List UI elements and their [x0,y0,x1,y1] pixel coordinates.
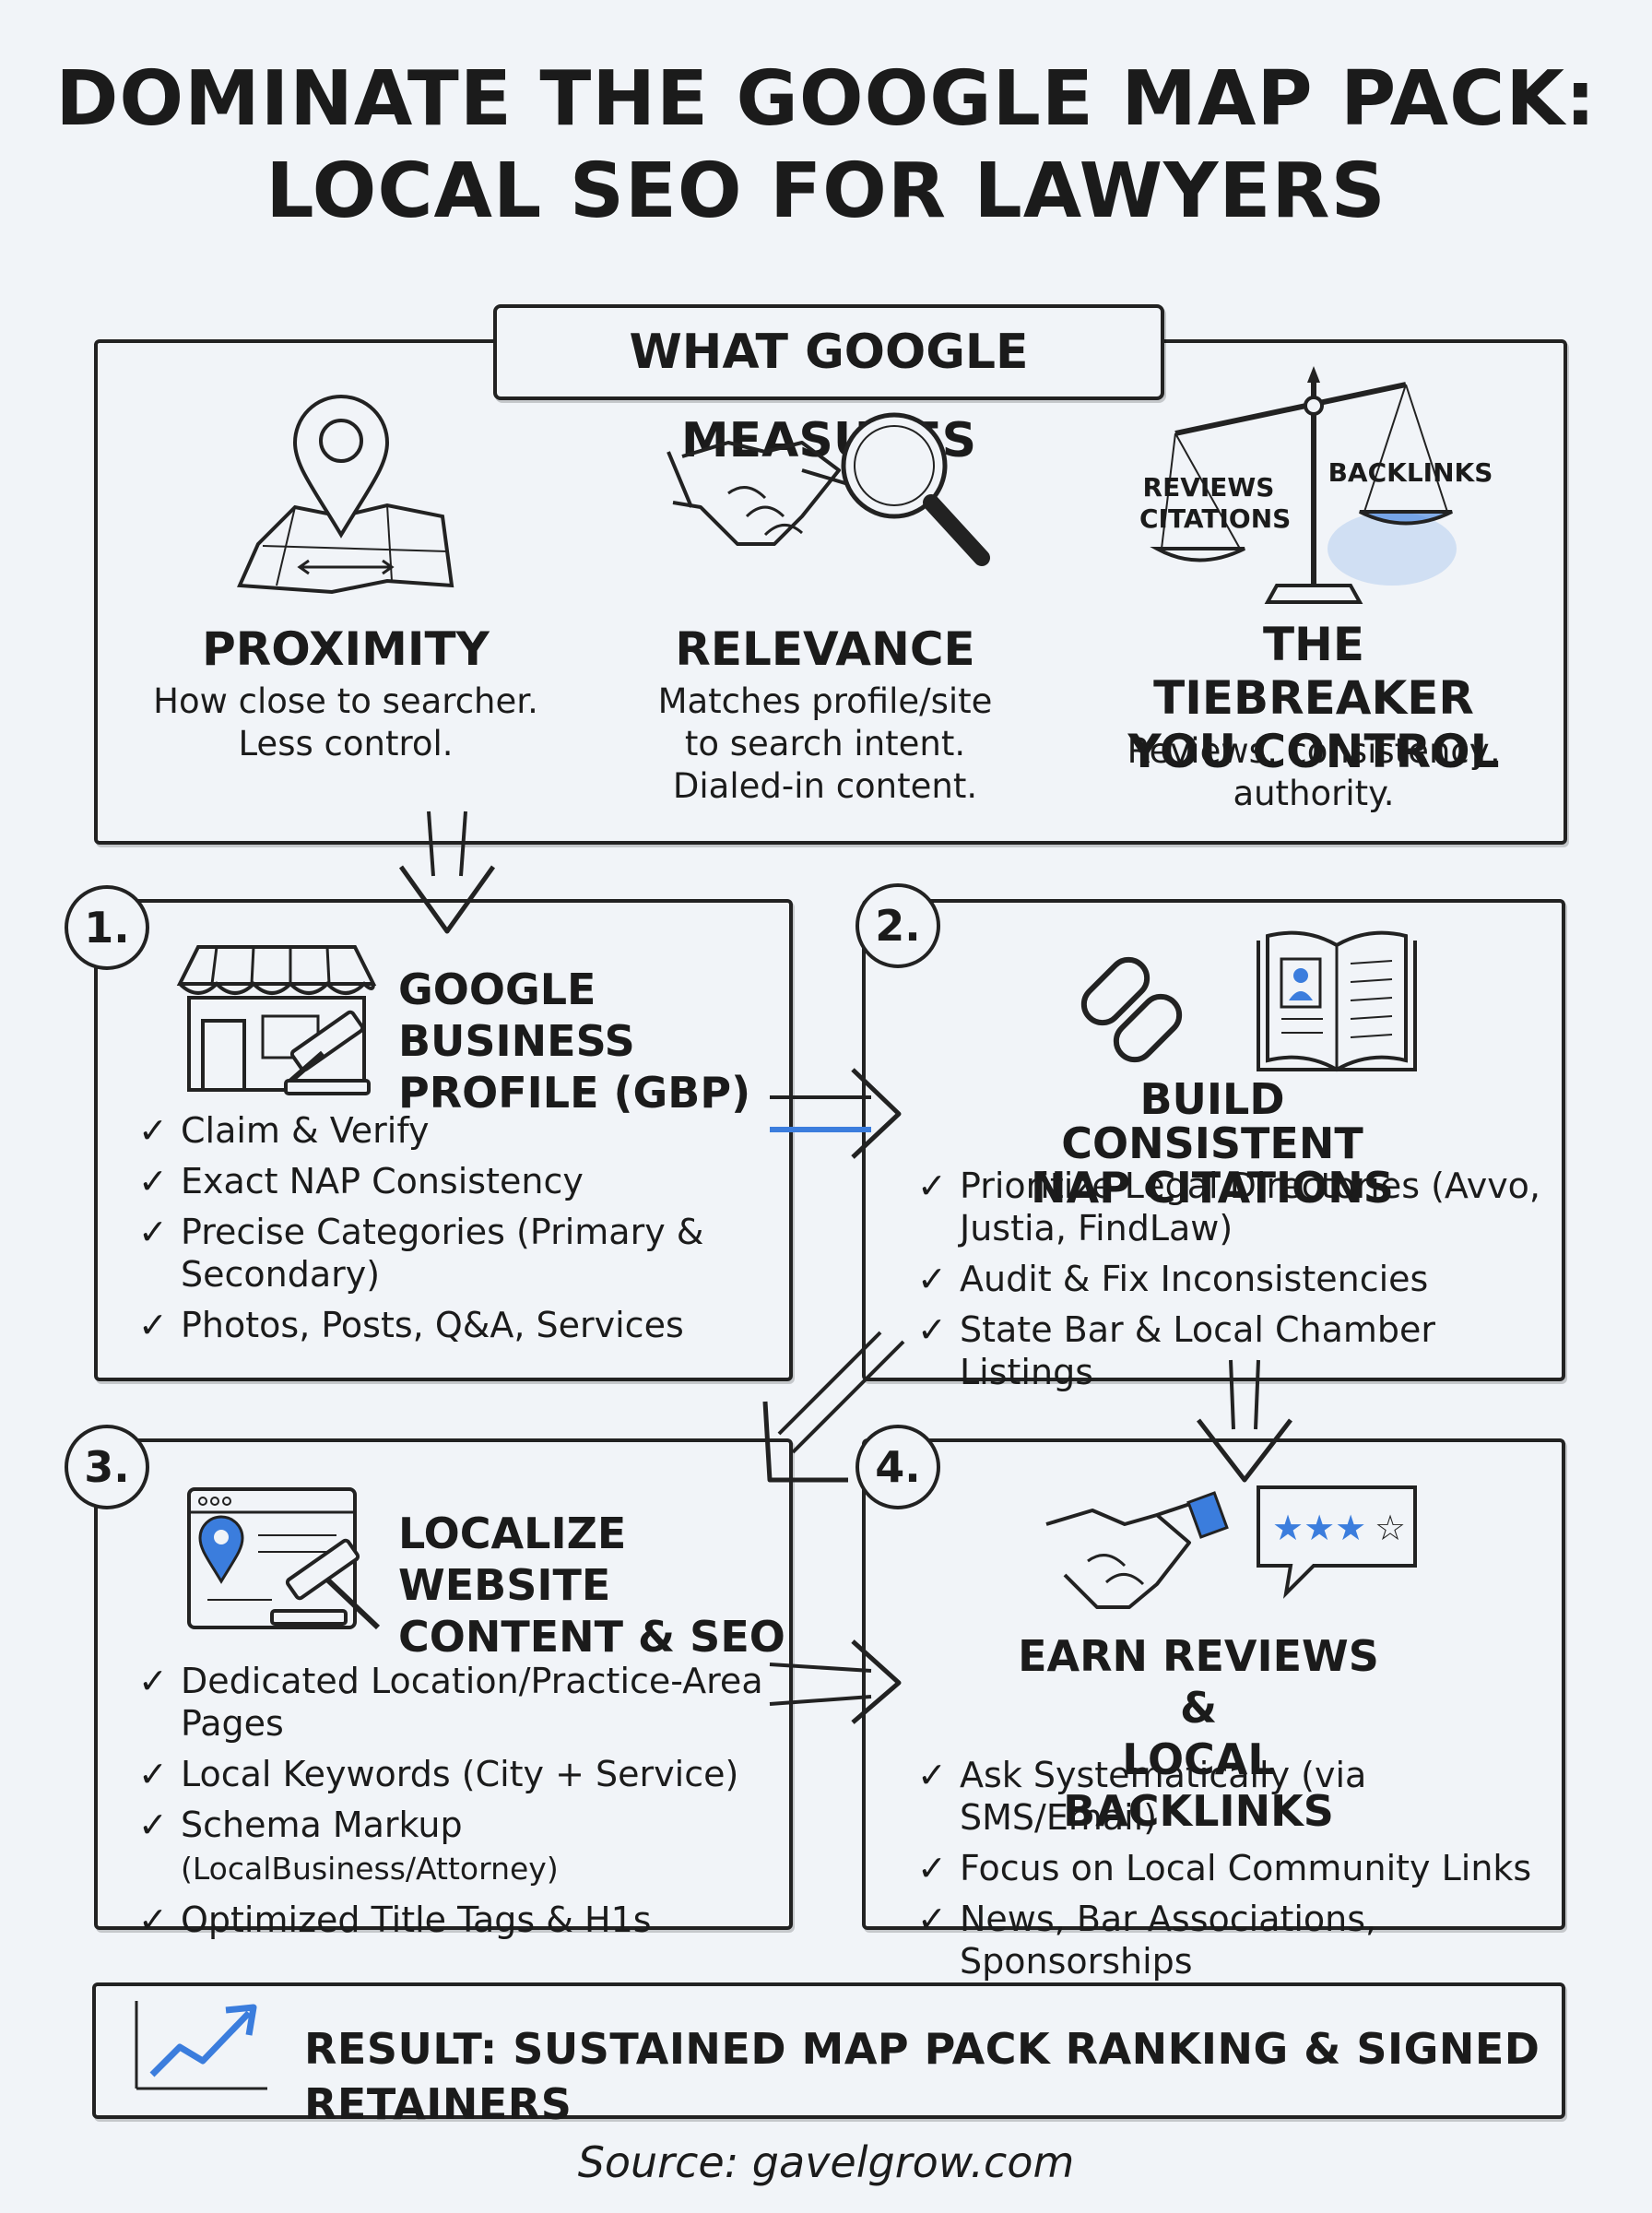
list-item: ✓Precise Categories (Primary & Secondary… [138,1212,704,1295]
factor-proximity-desc: How close to searcher. Less control. [153,681,538,763]
check-icon: ✓ [917,1309,947,1350]
scales-icon [1150,366,1457,604]
down-arrow-icon [398,811,496,934]
step-1-number: 1. [65,885,149,970]
list-item: ✓Optimized Title Tags & H1s [138,1899,652,1940]
title-line-2: LOCAL SEO FOR LAWYERS [266,148,1386,235]
factor-proximity-heading: PROXIMITY [202,622,490,676]
measures-label: WHAT GOOGLE MEASURES [493,304,1164,468]
browser-pin-gavel-icon [187,1487,381,1630]
step-1-title: GOOGLE BUSINESS PROFILE (GBP) [398,964,751,1118]
storefront-gavel-icon [176,945,377,1095]
check-icon: ✓ [138,1805,168,1845]
map-pin-icon [237,395,454,595]
svg-text:☆: ☆ [1375,1508,1406,1548]
arrow-step1-to-step2 [770,1068,902,1159]
step-2-number: 2. [856,883,940,968]
check-icon: ✓ [138,1899,168,1940]
handshake-stars-icon: ★★★ ☆ [1045,1485,1417,1609]
check-icon: ✓ [917,1848,947,1888]
check-icon: ✓ [917,1755,947,1795]
check-icon: ✓ [917,1259,947,1299]
handshake-magnifier-icon [667,412,990,566]
arrow-step2-to-step4 [1197,1359,1292,1483]
step-4-title: EARN REVIEWS & LOCAL BACKLINKS [1018,1631,1379,1836]
growth-chart-icon [135,2001,267,2090]
list-item: ✓Photos, Posts, Q&A, Services [138,1305,684,1345]
check-icon: ✓ [138,1161,168,1201]
list-item: ✓Dedicated Location/Practice-Area Pages [138,1661,763,1744]
scale-left-label: REVIEWS CITATIONS [1139,472,1292,534]
title-line-1: DOMINATE THE GOOGLE MAP PACK: [55,55,1597,143]
step-1-panel [94,899,793,1381]
check-icon: ✓ [138,1661,168,1701]
list-item: ✓Audit & Fix Inconsistencies [917,1259,1429,1299]
list-item: ✓Focus on Local Community Links [917,1848,1532,1888]
check-icon: ✓ [917,1166,947,1206]
check-icon: ✓ [138,1212,168,1252]
list-item: ✓Ask Systematically (via SMS/Email) [917,1755,1367,1838]
step-4-number: 4. [856,1425,940,1509]
factor-tiebreaker-heading: THE TIEBREAKER YOU CONTROL [1127,618,1500,778]
list-item: ✓News, Bar Associations, Sponsorships [917,1899,1377,1982]
list-item: ✓State Bar & Local Chamber Listings [917,1309,1436,1392]
step-3-title: LOCALIZE WEBSITE CONTENT & SEO [398,1509,785,1662]
check-icon: ✓ [138,1110,168,1151]
list-item: ✓Schema Markup (LocalBusiness/Attorney) [138,1805,559,1887]
list-item: ✓Local Keywords (City + Service) [138,1754,739,1794]
list-item: ✓Prioritize Legal Directories (Avvo, Jus… [917,1166,1541,1249]
step-3-number: 3. [65,1425,149,1509]
step-3-checklist: ✓Dedicated Location/Practice-Area Pages … [138,1660,784,1949]
svg-text:★★★: ★★★ [1272,1508,1366,1548]
source-credit: Source: gavelgrow.com [577,2137,1075,2187]
step-2-checklist: ✓Prioritize Legal Directories (Avvo, Jus… [917,1165,1544,1402]
check-icon: ✓ [917,1899,947,1939]
step-3-panel [94,1438,793,1930]
page-title: DOMINATE THE GOOGLE MAP PACK: LOCAL SEO … [0,53,1652,238]
result-text: RESULT: SUSTAINED MAP PACK RANKING & SIG… [304,2024,1540,2129]
check-icon: ✓ [138,1754,168,1794]
list-item: ✓Exact NAP Consistency [138,1161,584,1201]
factor-relevance-desc: Matches profile/site to search intent. D… [657,681,993,806]
step-2-panel [862,899,1565,1381]
arrow-step2-to-step3 [762,1331,905,1483]
factor-relevance-heading: RELEVANCE [675,622,975,676]
chain-book-icon [1080,930,1417,1072]
scale-right-label: BACKLINKS [1328,457,1493,488]
step-1-checklist: ✓Claim & Verify ✓Exact NAP Consistency ✓… [138,1109,774,1355]
step-2-title: BUILD CONSISTENT NAP CITATIONS [1031,1074,1394,1213]
check-icon: ✓ [138,1305,168,1345]
arrow-step3-to-step4 [769,1639,902,1724]
step-4-checklist: ✓Ask Systematically (via SMS/Email) ✓Foc… [917,1754,1553,1991]
list-item: ✓Claim & Verify [138,1110,430,1151]
factor-tiebreaker-desc: Reviews, consistency, authority. [1127,731,1501,813]
result-panel [92,1982,1565,2119]
